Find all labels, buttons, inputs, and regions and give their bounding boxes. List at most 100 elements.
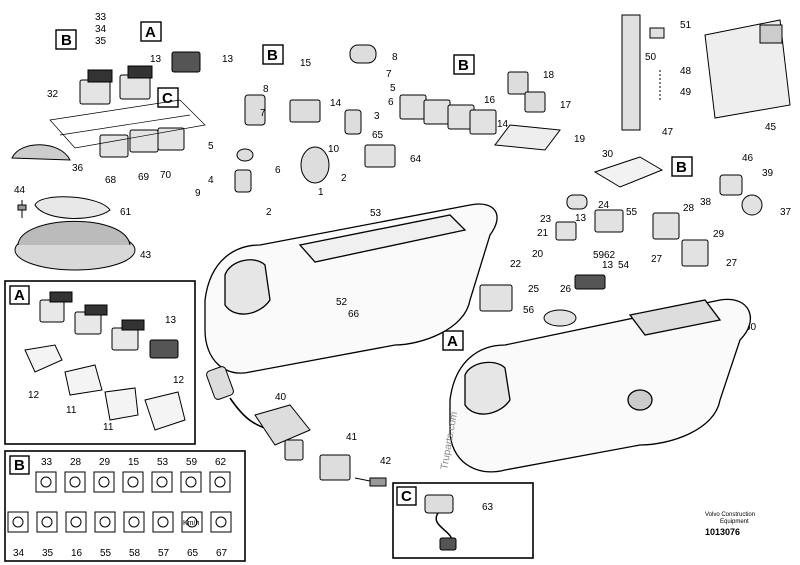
callout-24: 24 [598, 200, 610, 211]
legend-symbol [93, 471, 115, 493]
callout-8-top: 8 [392, 52, 398, 63]
callout-15: 15 [300, 58, 312, 69]
callout-16: 16 [484, 95, 496, 106]
legend-symbol-glyph [214, 476, 226, 488]
switch-group-right-center [479, 194, 624, 327]
legend-symbol [64, 471, 86, 493]
callout-40: 40 [275, 392, 287, 403]
callout-2-right: 2 [341, 173, 347, 184]
callout-27-b: 27 [726, 258, 738, 269]
legend-symbol-glyph [40, 476, 52, 488]
callout-55: 55 [626, 207, 638, 218]
frame-plate-topleft [49, 99, 206, 149]
right-console [449, 298, 751, 473]
legend-symbol [123, 511, 145, 533]
callout-54: 54 [618, 260, 630, 271]
callout-19: 19 [574, 134, 586, 145]
section-letter-b-center: B [262, 44, 284, 65]
callout-59: 59 [593, 250, 605, 261]
detail-box-a [4, 280, 196, 445]
callout-3: 3 [374, 111, 380, 122]
section-letter-b-bank: B [453, 54, 475, 75]
svg-text:B: B [458, 57, 469, 74]
legend-b-label: B [9, 455, 30, 475]
bracket-set-a [24, 344, 186, 431]
callout-69: 69 [138, 172, 150, 183]
svg-text:B: B [14, 457, 25, 474]
legend-symbol [35, 471, 57, 493]
callout-6-left: 6 [275, 165, 281, 176]
legend-number: 16 [71, 548, 83, 559]
legend-number: 59 [186, 457, 198, 468]
callout-23: 23 [540, 214, 552, 225]
svg-text:A: A [14, 287, 25, 304]
callout-38: 38 [700, 197, 712, 208]
callout-64: 64 [410, 154, 422, 165]
section-letter-a-top: A [140, 21, 162, 42]
legend-symbol [7, 511, 29, 533]
legend-number: 34 [13, 548, 25, 559]
legend-symbol-glyph [157, 516, 169, 528]
legend-symbol-glyph [69, 476, 81, 488]
switch-group-topleft [79, 51, 201, 158]
callout-14-bank: 14 [497, 119, 509, 130]
svg-text:C: C [162, 90, 173, 107]
callout-41: 41 [346, 432, 358, 443]
svg-text:A: A [145, 24, 156, 41]
callout-29: 29 [713, 229, 725, 240]
callout-66: 66 [348, 309, 360, 320]
legend-symbol-glyph [185, 476, 197, 488]
callout-7-top: 7 [386, 69, 392, 80]
legend-number: 33 [41, 457, 53, 468]
drawing-number: 1013076 [705, 527, 740, 537]
callout-13-top: 13 [222, 54, 234, 65]
callout-49: 49 [680, 87, 692, 98]
legend-symbol [152, 511, 174, 533]
legend-symbol-glyph [98, 476, 110, 488]
callout-44: 44 [14, 185, 26, 196]
callout-5-left: 5 [208, 141, 214, 152]
detail-a-label: A [9, 285, 30, 305]
detail-c-label: C [396, 486, 417, 506]
callout-70: 70 [160, 170, 172, 181]
callout-1: 1 [318, 187, 324, 198]
callout-12-a2: 12 [173, 375, 185, 386]
callout-65: 65 [372, 130, 384, 141]
callout-20: 20 [532, 249, 544, 260]
section-letter-b-right: B [671, 156, 693, 177]
speed-symbol-label: Km/h [183, 520, 199, 527]
legend-symbol [36, 511, 58, 533]
bracket-47 [621, 14, 665, 131]
svg-text:C: C [401, 488, 412, 505]
callout-39: 39 [762, 168, 774, 179]
legend-number: 35 [42, 548, 54, 559]
callout-56: 56 [523, 305, 535, 316]
callout-30: 30 [602, 149, 614, 160]
plate-30 [593, 156, 664, 188]
legend-symbol-glyph [156, 476, 168, 488]
callout-18: 18 [543, 70, 555, 81]
left-console [204, 203, 498, 374]
legend-symbol [65, 511, 87, 533]
callout-5-top: 5 [390, 83, 396, 94]
callout-33: 33 [95, 12, 107, 23]
callout-47: 47 [662, 127, 674, 138]
callout-35: 35 [95, 36, 107, 47]
section-letter-a-mid: A [442, 330, 464, 351]
callout-14-center: 14 [330, 98, 342, 109]
legend-symbol-glyph [70, 516, 82, 528]
callout-43: 43 [140, 250, 152, 261]
callout-45: 45 [765, 122, 777, 133]
switch-blank-a [39, 291, 179, 359]
callout-32: 32 [47, 89, 59, 100]
ignition-parts [234, 44, 377, 193]
legend-number: 15 [128, 457, 140, 468]
callout-26: 26 [560, 284, 572, 295]
legend-symbol-glyph [127, 476, 139, 488]
switches-27-29 [652, 174, 763, 267]
legend-number: 67 [216, 548, 228, 559]
callout-61: 61 [120, 207, 132, 218]
maker-name: Volvo Construction [705, 512, 755, 518]
callout-10: 10 [328, 144, 340, 155]
